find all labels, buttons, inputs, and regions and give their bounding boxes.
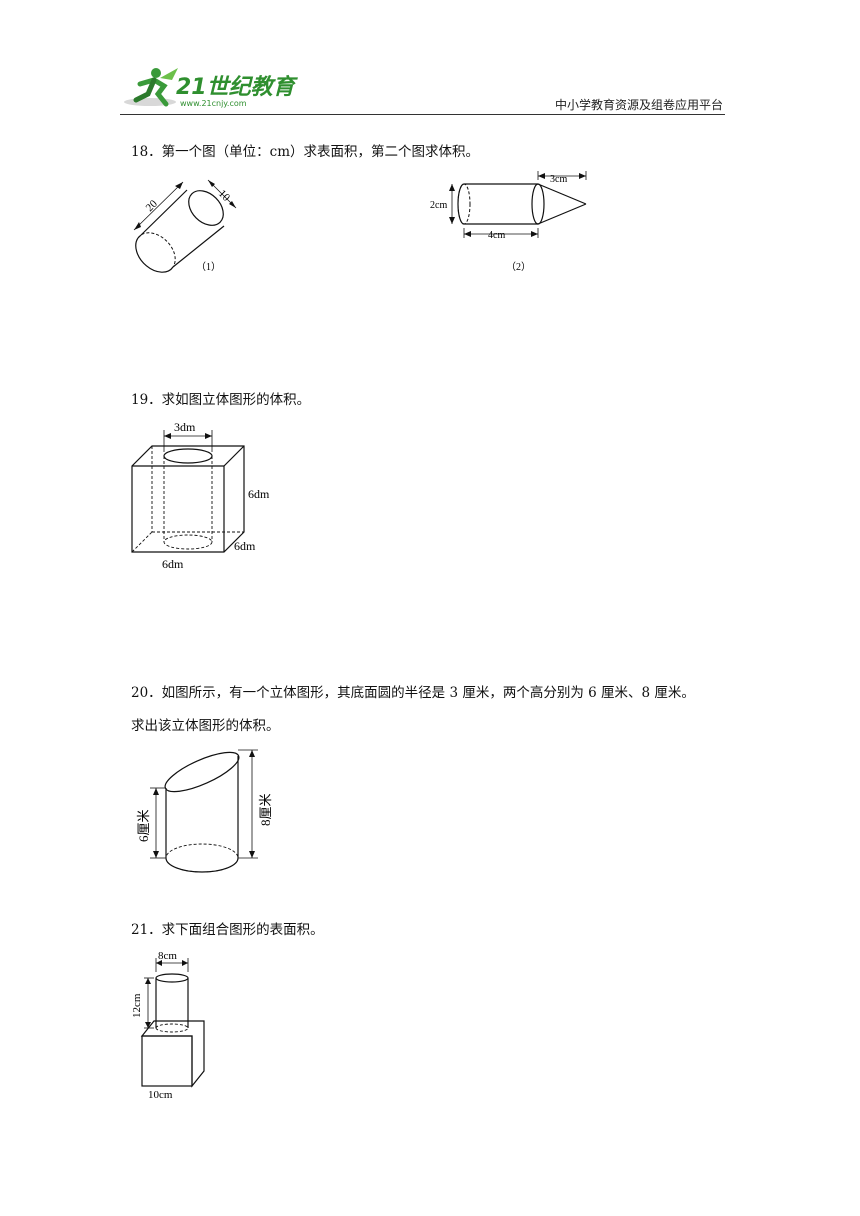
q19-width-label: 6dm	[162, 557, 184, 571]
q19-depth-label: 6dm	[234, 539, 256, 553]
question-20-line-2: 求出该立体图形的体积。	[131, 718, 280, 734]
question-20-line-1: 20．如图所示，有一个立体图形，其底面圆的半径是 3 厘米，两个高分别为 6 厘…	[131, 685, 695, 701]
platform-name: 中小学教育资源及组卷应用平台	[554, 98, 723, 112]
q18-figure-1-cylinder: 20 10 （1）	[133, 179, 237, 273]
q20-height-8-label: 8厘米	[258, 793, 273, 826]
q18-figure-2-cylinder-cone: 2cm 4cm 3cm （2）	[430, 171, 587, 273]
question-19-text: 19．求如图立体图形的体积。	[131, 392, 311, 408]
fig2-height-label: 2cm	[430, 200, 447, 211]
q21-diameter-label: 8cm	[158, 950, 177, 962]
logo-21cnjy: 21世纪教育 www.21cnjy.com	[124, 68, 299, 108]
question-21-text: 21．求下面组合图形的表面积。	[131, 922, 324, 938]
question-18-text: 18．第一个图（单位：cm）求表面积，第二个图求体积。	[131, 144, 480, 160]
q21-cube-edge-label: 10cm	[148, 1089, 173, 1100]
fig2-cylinder-length-label: 4cm	[488, 230, 505, 241]
logo-url: www.21cnjy.com	[180, 99, 247, 108]
q20-height-6-label: 6厘米	[136, 809, 151, 842]
fig1-caption: （1）	[196, 261, 221, 273]
page-header: 21世纪教育 www.21cnjy.com 中小学教育资源及组卷应用平台	[120, 64, 725, 116]
fig1-length-label: 20	[144, 198, 161, 215]
fig2-caption: （2）	[506, 261, 531, 273]
fig2-cone-length-label: 3cm	[550, 174, 567, 185]
logo-text: 21世纪教育	[176, 74, 299, 100]
q19-hole-diameter-label: 3dm	[174, 420, 196, 434]
q21-figure-cylinder-on-cube: 8cm 12cm 10cm	[131, 950, 205, 1100]
q21-height-label: 12cm	[131, 993, 143, 1018]
q19-height-label: 6dm	[248, 487, 270, 501]
q20-figure-cut-cylinder: 6厘米 8厘米	[136, 749, 273, 873]
header-divider	[120, 114, 725, 115]
q19-figure-cube-with-hole: 3dm 6dm 6dm 6dm	[131, 420, 270, 571]
